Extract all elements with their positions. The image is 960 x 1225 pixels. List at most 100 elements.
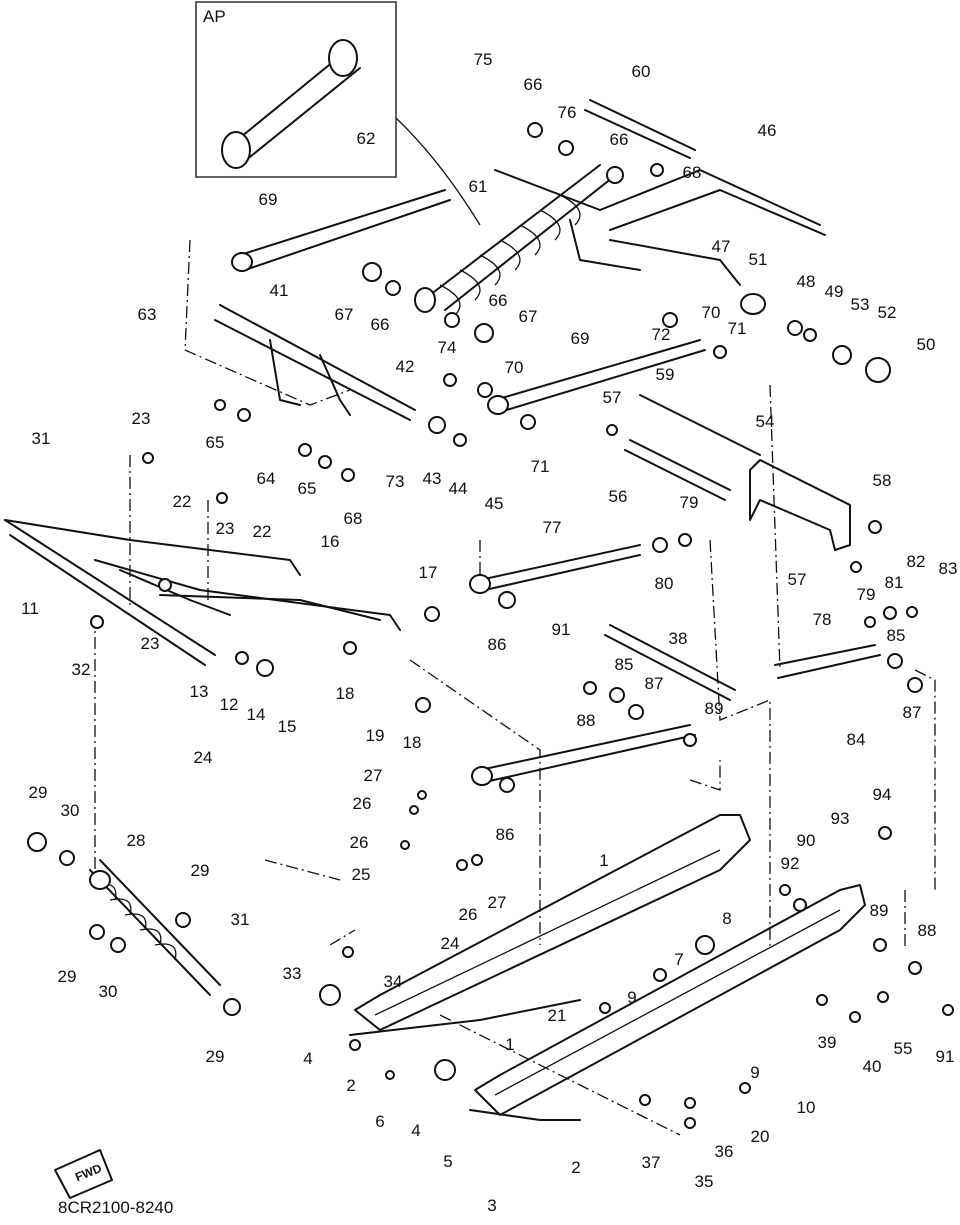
callout-label: 89 (705, 699, 724, 718)
callout-label: 13 (190, 682, 209, 701)
rod-78 (774, 644, 881, 679)
callout-label: 58 (873, 471, 892, 490)
callout-label: 26 (353, 794, 372, 813)
callout-label: 29 (58, 967, 77, 986)
callout-label: 50 (917, 335, 936, 354)
callout-label: 78 (813, 610, 832, 629)
callout-label: 24 (441, 934, 460, 953)
callout-label: 31 (32, 429, 51, 448)
callout-label: 16 (321, 532, 340, 551)
callout-label: 57 (788, 570, 807, 589)
callout-label: 36 (715, 1142, 734, 1161)
callout-label: 11 (21, 599, 39, 618)
callout-label: 62 (357, 129, 376, 148)
ref-line (329, 929, 356, 946)
callout-label: 52 (878, 303, 897, 322)
callout-label: 90 (797, 831, 816, 850)
callout-label: 4 (303, 1049, 312, 1068)
callout-label: 35 (695, 1172, 714, 1191)
callout-label: 87 (903, 703, 922, 722)
callout-label: 38 (669, 629, 688, 648)
callout-label: 40 (863, 1057, 882, 1076)
ref-line (409, 659, 541, 945)
callout-label: 85 (887, 626, 906, 645)
callout-label: 26 (350, 833, 369, 852)
callout-label: 6 (375, 1112, 384, 1131)
callout-label: 23 (141, 634, 160, 653)
callout-label: 33 (283, 964, 302, 983)
inset-ap: AP (195, 1, 481, 226)
callout-label: 88 (918, 921, 937, 940)
shaft-38 (604, 624, 736, 701)
callout-label: 47 (712, 237, 731, 256)
callout-label: 27 (488, 893, 507, 912)
callout-label: 44 (449, 479, 468, 498)
callout-label: 76 (558, 103, 577, 122)
callout-label: 65 (206, 433, 225, 452)
callout-label: 70 (702, 303, 721, 322)
callout-label: 56 (609, 487, 628, 506)
callout-label: 46 (758, 121, 777, 140)
callout-label: 69 (259, 190, 278, 209)
callout-label: 54 (756, 412, 775, 431)
callout-label: 21 (548, 1006, 567, 1025)
callout-label: 64 (257, 469, 276, 488)
callout-label: 79 (857, 585, 876, 604)
callout-label: 10 (797, 1098, 816, 1117)
shaft-59 (639, 394, 761, 456)
callout-label: 18 (336, 684, 355, 703)
callout-label: 75 (474, 50, 493, 69)
callout-label: 24 (194, 748, 213, 767)
rear-shock-spring (414, 164, 613, 316)
callout-label: 51 (749, 250, 768, 269)
callout-label: 1 (599, 851, 608, 870)
callout-label: 85 (615, 655, 634, 674)
callout-label: 4 (411, 1121, 420, 1140)
front-shock-28 (89, 859, 221, 996)
ref-line (689, 760, 721, 791)
callout-label: 89 (870, 901, 889, 920)
callout-label: 19 (366, 726, 385, 745)
callout-label: 2 (571, 1158, 580, 1177)
callout-label: 1 (505, 1035, 514, 1054)
callout-label: 30 (61, 801, 80, 820)
callout-label: 87 (645, 674, 664, 693)
callout-label: 28 (127, 831, 146, 850)
bracket-54 (749, 459, 851, 551)
callout-label: 15 (278, 717, 297, 736)
callout-label: 63 (138, 305, 157, 324)
callout-label: 53 (851, 295, 870, 314)
fwd-label: FWD (73, 1161, 104, 1184)
callout-label: 14 (247, 705, 266, 724)
callout-label: 93 (831, 809, 850, 828)
callout-label: 3 (487, 1196, 496, 1215)
runner-2 (349, 999, 581, 1036)
callout-label: 79 (680, 493, 699, 512)
ref-line (914, 669, 936, 890)
callout-label: 57 (603, 388, 622, 407)
slide-rail-lower (474, 884, 866, 1116)
callout-label: 91 (552, 620, 571, 639)
shaft-56 (624, 439, 731, 501)
callout-label: 22 (253, 522, 272, 541)
callout-label: 65 (298, 479, 317, 498)
callout-label: 69 (571, 329, 590, 348)
arm-69-upper (239, 189, 451, 271)
callout-label: 70 (505, 358, 524, 377)
callout-label: 66 (371, 315, 390, 334)
callout-label: 80 (655, 574, 674, 593)
callout-label: 73 (386, 472, 405, 491)
callout-label: 91 (936, 1047, 955, 1066)
callout-label: 32 (72, 660, 91, 679)
callout-label: 66 (610, 130, 629, 149)
callout-label: 67 (335, 305, 354, 324)
callout-label: 48 (797, 272, 816, 291)
ref-line (439, 1014, 681, 1136)
callout-label: 77 (543, 518, 562, 537)
rod-middle (479, 724, 696, 783)
callout-label: 2 (346, 1076, 355, 1095)
callout-label: 29 (206, 1047, 225, 1066)
callout-label: 61 (469, 177, 488, 196)
shaft-41 (214, 304, 416, 421)
